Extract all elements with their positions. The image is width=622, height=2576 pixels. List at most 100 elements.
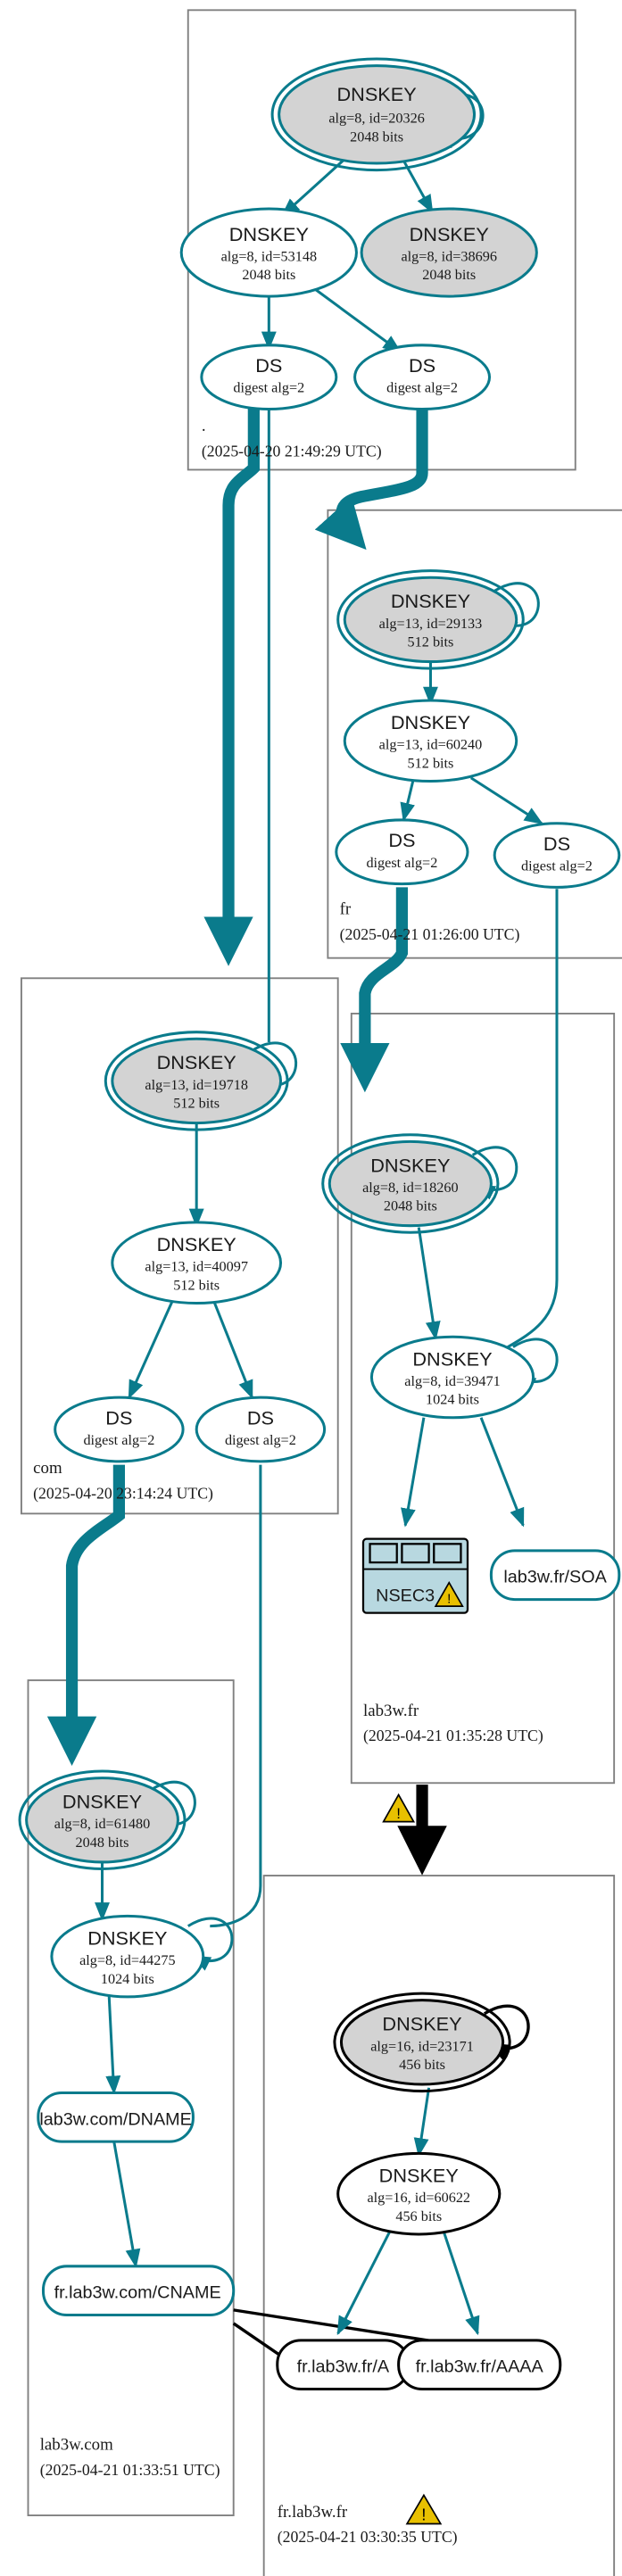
node-title: DS	[255, 354, 282, 377]
node-title: DNSKEY	[62, 1791, 142, 1813]
rrset-label: fr.lab3w.fr/AAAA	[416, 2357, 544, 2377]
edge-flf-zsk-to-aaaa	[441, 2226, 480, 2336]
edge-fr-ds2-thin-to-l3f-zsk	[492, 889, 559, 1359]
edge-fr-zsk-to-ds1	[400, 777, 416, 822]
node-line2: 2048 bits	[422, 267, 476, 283]
node-title: DS	[247, 1406, 274, 1429]
edge-com-zsk-to-ds1	[128, 1299, 175, 1400]
rrset-label: lab3w.fr/SOA	[503, 1568, 607, 1587]
node-line1: digest alg=2	[83, 1432, 154, 1448]
node-line1: alg=13, id=60240	[379, 737, 483, 753]
node-fr-lab3w-fr-zsk[interactable]: DNSKEY alg=16, id=60622 456 bits	[336, 2151, 502, 2236]
node-line2: 456 bits	[399, 2057, 445, 2073]
node-line1: digest alg=2	[233, 380, 304, 396]
rrset-fr-lab3w-fr-aaaa[interactable]: fr.lab3w.fr/AAAA	[397, 2339, 562, 2391]
node-title: DNSKEY	[87, 1926, 167, 1949]
rrset-label: lab3w.com/DNAME	[39, 2109, 192, 2129]
node-title: DNSKEY	[391, 590, 470, 612]
node-root-zsk-38696[interactable]: DNSKEY alg=8, id=38696 2048 bits	[360, 207, 538, 298]
node-root-ds-2[interactable]: DS digest alg=2	[353, 344, 492, 411]
node-title: DNSKEY	[229, 223, 309, 245]
node-line1: alg=8, id=44275	[79, 1952, 175, 1968]
node-line2: 2048 bits	[76, 1835, 129, 1851]
node-fr-zsk[interactable]: DNSKEY alg=13, id=60240 512 bits	[343, 699, 518, 783]
node-fr-ds-1[interactable]: DS digest alg=2	[335, 818, 469, 886]
node-title: DNSKEY	[157, 1233, 236, 1255]
node-fr-ds-2[interactable]: DS digest alg=2	[493, 822, 621, 889]
rrset-lab3w-com-dname[interactable]: lab3w.com/DNAME	[37, 2091, 195, 2143]
node-line1: digest alg=2	[366, 855, 437, 871]
node-com-ksk[interactable]: DNSKEY alg=13, id=19718 512 bits	[104, 1031, 289, 1131]
node-com-ds-2[interactable]: DS digest alg=2	[195, 1396, 327, 1463]
zone-label-fr-lab3w-fr: fr.lab3w.fr	[278, 2503, 348, 2522]
edge-fr-ksk-self	[493, 582, 540, 636]
node-title: DNSKEY	[410, 223, 489, 245]
node-fr-lab3w-fr-ksk[interactable]: DNSKEY alg=16, id=23171 456 bits	[333, 1992, 511, 2093]
rrset-nsec3[interactable]: NSEC3 !	[361, 1537, 469, 1614]
node-line1: alg=13, id=19718	[145, 1077, 248, 1093]
edge-flf-zsk-to-a	[336, 2226, 394, 2336]
node-title: DS	[409, 354, 435, 377]
rrset-lab3w-fr-soa[interactable]: lab3w.fr/SOA	[489, 1549, 621, 1602]
node-com-zsk[interactable]: DNSKEY alg=13, id=40097 512 bits	[111, 1221, 283, 1305]
edge-flf-ksk-to-zsk	[413, 2087, 431, 2158]
zone-box-lab3w-com	[27, 1679, 235, 2517]
zone-timestamp-fr: (2025-04-21 01:26:00 UTC)	[340, 925, 520, 943]
zone-timestamp-root: (2025-04-20 21:49:29 UTC)	[202, 442, 382, 460]
svg-text:!: !	[396, 1805, 401, 1822]
zone-timestamp-com: (2025-04-20 23:14:24 UTC)	[33, 1484, 213, 1502]
edge-root-ksk-to-zska	[280, 150, 354, 217]
edge-com-ds2-thin-to-l3c-zsk	[210, 1464, 262, 1928]
zone-label-com: com	[33, 1459, 62, 1478]
node-line1: digest alg=2	[386, 380, 458, 396]
edge-flf-ksk-self	[483, 2004, 530, 2060]
edge-l3f-ksk-self	[471, 1146, 518, 1200]
node-line2: 512 bits	[173, 1277, 220, 1293]
node-fr-ksk[interactable]: DNSKEY alg=13, id=29133 512 bits	[336, 569, 525, 670]
node-line1: alg=16, id=23171	[370, 2038, 474, 2054]
node-title: DNSKEY	[382, 2013, 461, 2035]
node-lab3w-com-zsk[interactable]: DNSKEY alg=8, id=44275 1024 bits	[50, 1914, 205, 1999]
node-line1: digest alg=2	[521, 858, 593, 874]
rrset-label: fr.lab3w.com/CNAME	[54, 2283, 221, 2303]
edge-com-ds1-to-l3c-ksk	[46, 1464, 125, 1767]
zone-box-lab3w-fr	[350, 1012, 616, 1785]
rrset-fr-lab3w-com-cname[interactable]: fr.lab3w.com/CNAME	[41, 2265, 236, 2317]
zone-box-fr-lab3w-fr	[262, 1875, 616, 2576]
node-lab3w-com-ksk[interactable]: DNSKEY alg=8, id=61480 2048 bits	[18, 1769, 187, 1870]
warning-triangle-icon: !	[434, 1581, 464, 1607]
rrset-fr-lab3w-fr-a[interactable]: fr.lab3w.fr/A	[276, 2339, 411, 2391]
edge-fr-zsk-to-ds2	[469, 776, 543, 824]
node-line2: 1024 bits	[101, 1971, 154, 1987]
node-line1: alg=8, id=53148	[221, 248, 318, 264]
node-line2: 2048 bits	[350, 129, 403, 145]
zone-timestamp-lab3w-com: (2025-04-21 01:33:51 UTC)	[40, 2461, 220, 2479]
node-com-ds-1[interactable]: DS digest alg=2	[54, 1396, 185, 1463]
warning-triangle-icon-fr-lab3w-fr: !	[405, 2493, 443, 2525]
node-line1: alg=8, id=38696	[401, 248, 497, 264]
node-lab3w-fr-zsk[interactable]: DNSKEY alg=8, id=39471 1024 bits	[369, 1335, 535, 1420]
edge-l3f-zsk-to-soa	[479, 1417, 525, 1528]
node-lab3w-fr-ksk[interactable]: DNSKEY alg=8, id=18260 2048 bits	[321, 1133, 500, 1234]
edge-l3f-zsk-to-nsec3	[401, 1417, 426, 1528]
node-root-ds-1[interactable]: DS digest alg=2	[200, 344, 338, 411]
node-line2: 2048 bits	[384, 1198, 437, 1214]
node-root-zsk-53148[interactable]: DNSKEY alg=8, id=53148 2048 bits	[179, 207, 358, 298]
node-title: DS	[543, 832, 570, 855]
edge-root-zska-to-ds2	[310, 285, 402, 353]
edge-root-ds1-to-com-ksk	[203, 402, 260, 966]
node-title: DNSKEY	[379, 2164, 459, 2186]
node-line1: alg=8, id=39471	[404, 1373, 500, 1389]
node-line1: alg=13, id=40097	[145, 1259, 248, 1275]
node-title: DS	[105, 1406, 132, 1429]
node-line1: digest alg=2	[225, 1432, 296, 1448]
node-line2: 2048 bits	[242, 267, 295, 283]
edge-l3c-dname-to-cname	[112, 2141, 141, 2268]
svg-text:!: !	[421, 2506, 426, 2524]
zone-timestamp-lab3w-fr: (2025-04-21 01:35:28 UTC)	[363, 1727, 543, 1744]
node-line2: 512 bits	[173, 1096, 220, 1112]
zone-label-lab3w-com: lab3w.com	[40, 2435, 113, 2454]
zone-timestamp-fr-lab3w-fr: (2025-04-21 03:30:35 UTC)	[278, 2528, 458, 2546]
node-line1: alg=8, id=18260	[362, 1180, 459, 1196]
node-root-ksk[interactable]: DNSKEY alg=8, id=20326 2048 bits	[270, 57, 483, 172]
